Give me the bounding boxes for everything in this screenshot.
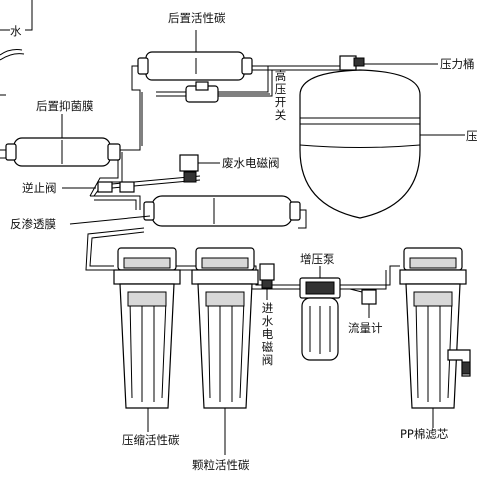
compressed-carbon-filter: [113, 247, 181, 432]
label-high-pressure-switch: 高压开关: [274, 69, 287, 122]
label-compressed-carbon: 压缩活性碳: [122, 433, 180, 447]
label-water-in: 水: [10, 24, 22, 38]
label-flow-meter: 流量计: [348, 321, 383, 335]
booster-pump: [299, 266, 341, 361]
inlet-solenoid-valve: [259, 263, 275, 300]
post-carbon-filter: [137, 51, 253, 81]
label-ro-membrane: 反渗透膜: [10, 217, 56, 231]
label-pp-cotton: PP棉滤芯: [400, 427, 449, 441]
pp-cotton-filter: [399, 247, 471, 428]
label-waste-valve: 废水电磁阀: [222, 156, 280, 170]
post-antibacterial-filter: [5, 137, 121, 167]
waste-solenoid-valve: [179, 154, 220, 183]
label-booster-pump: 增压泵: [300, 252, 335, 266]
label-pressure-bucket: 压力桶: [440, 57, 475, 71]
label-tank-side: 压: [466, 129, 478, 143]
check-valve: [62, 181, 135, 193]
ro-membrane: [69, 195, 301, 227]
label-granular-carbon: 颗粒活性碳: [192, 458, 250, 472]
granular-carbon-filter: [191, 247, 259, 455]
leader-lines: [61, 30, 197, 138]
label-check-valve: 逆止阀: [22, 181, 57, 195]
flow-meter: [361, 289, 377, 318]
pressure-tank: [299, 55, 465, 219]
inlet-pipe: [0, 0, 33, 96]
label-inlet-valve: 进水电磁阀: [261, 301, 274, 367]
label-post-carbon: 后置活性碳: [168, 11, 226, 25]
high-pressure-switch: [185, 81, 270, 103]
label-post-antibacterial: 后置抑菌膜: [36, 99, 94, 113]
pipes: [0, 59, 400, 295]
